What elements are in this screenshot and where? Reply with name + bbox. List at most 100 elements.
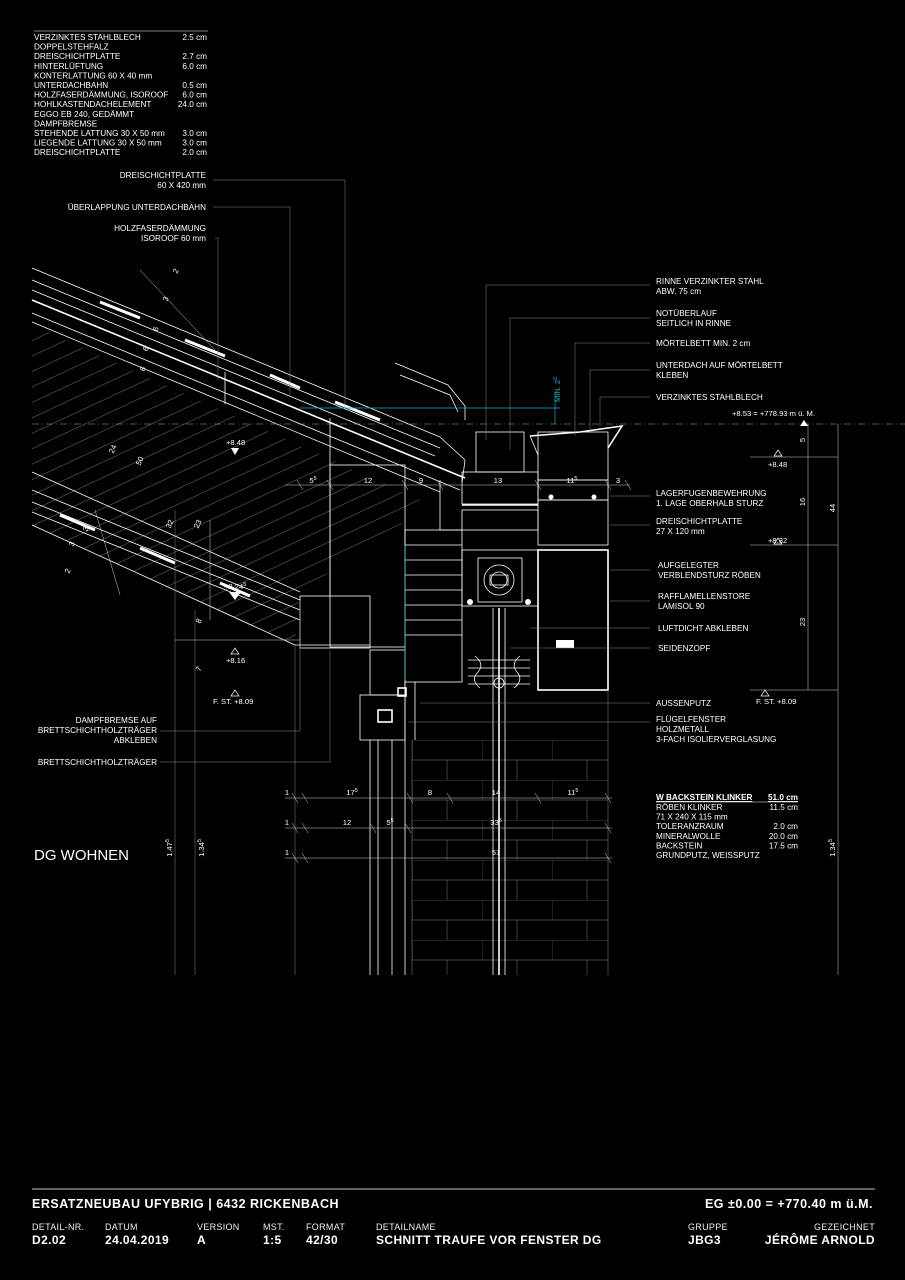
format-label: FORMAT <box>306 1222 346 1232</box>
dimension-value: 16 <box>798 498 807 506</box>
svg-text:RAFFLAMELLENSTORE: RAFFLAMELLENSTORE <box>658 592 751 601</box>
layer-name: VERZINKTES STAHLBLECH <box>34 33 141 42</box>
svg-text:3-FACH ISOLIERVERGLASUNG: 3-FACH ISOLIERVERGLASUNG <box>656 735 776 744</box>
detail-nr-value: D2.02 <box>32 1233 67 1247</box>
room-label: DG WOHNEN <box>34 847 129 864</box>
dimension-value: 1.345 <box>197 839 206 857</box>
svg-text:SEIDENZOPF: SEIDENZOPF <box>658 644 710 653</box>
layer-name: HOLZFASERDÄMMUNG, ISOROOF <box>34 90 168 100</box>
wall-layer-thickness: 20.0 cm <box>769 832 798 841</box>
svg-text:HOLZMETALL: HOLZMETALL <box>656 725 710 734</box>
svg-text:+8.53 = +778.93 m ü. M.: +8.53 = +778.93 m ü. M. <box>732 409 815 418</box>
dimension-value: 3 <box>67 540 77 548</box>
svg-text:DAMPFBREMSE AUF: DAMPFBREMSE AUF <box>76 716 157 725</box>
drawn-by-label: GEZEICHNET <box>813 1222 875 1232</box>
svg-text:RINNE VERZINKTER STAHL: RINNE VERZINKTER STAHL <box>656 277 764 286</box>
wall-layer-name: BACKSTEIN <box>656 841 702 850</box>
detail-nr-label: DETAIL-NR. <box>32 1222 85 1232</box>
svg-text:+8.245: +8.245 <box>224 582 246 591</box>
dimension-value: 44 <box>828 504 837 512</box>
dimension-value: 9 <box>419 476 423 485</box>
svg-text:DREISCHICHTPLATTE: DREISCHICHTPLATTE <box>656 517 743 526</box>
svg-text:ABKLEBEN: ABKLEBEN <box>114 736 157 745</box>
wall-layer-name: MINERALWOLLE <box>656 832 721 841</box>
svg-text:FLÜGELFENSTER: FLÜGELFENSTER <box>656 714 726 724</box>
group-label: GRUPPE <box>688 1222 728 1232</box>
svg-text:AUFGELEGTER: AUFGELEGTER <box>658 561 719 570</box>
dimension-value: 1 <box>285 848 289 857</box>
dimension-value: 55 <box>309 476 316 485</box>
date-value: 24.04.2019 <box>105 1233 170 1247</box>
layer-name: DOPPELSTEHFALZ <box>34 43 109 52</box>
dimension-value: 6 <box>141 345 151 353</box>
svg-text:LAMISOL 90: LAMISOL 90 <box>658 602 705 611</box>
wall-layer-name: TOLERANZRAUM <box>656 822 724 831</box>
dimension-value: 6 <box>138 365 148 373</box>
dimension-value: 2 <box>171 267 181 275</box>
svg-text:+8.48: +8.48 <box>226 438 245 447</box>
detail-name-label: DETAILNAME <box>376 1222 436 1232</box>
layer-name: DREISCHICHTPLATTE <box>34 52 121 61</box>
dimension-value: 175 <box>346 788 358 797</box>
level-markers <box>229 420 808 697</box>
svg-text:UNTERDACH AUF MÖRTELBETT: UNTERDACH AUF MÖRTELBETT <box>656 360 783 370</box>
version-value: A <box>197 1233 207 1247</box>
svg-text:NOTÜBERLAUF: NOTÜBERLAUF <box>656 308 717 318</box>
dimension-value: 32 <box>164 518 176 529</box>
layer-thickness: 6.0 cm <box>182 91 207 100</box>
dimension-value: 115 <box>567 476 578 485</box>
svg-text:HOLZFASERDÄMMUNG: HOLZFASERDÄMMUNG <box>114 223 206 233</box>
detail-name-value: SCHNITT TRAUFE VOR FENSTER DG <box>376 1233 602 1247</box>
level-labels: +8.53 = +778.93 m ü. M. +8.48 +8.32 F. S… <box>213 409 815 706</box>
layer-name: LIEGENDE LATTUNG 30 X 50 mm <box>34 139 162 148</box>
svg-text:VERBLENDSTURZ RÖBEN: VERBLENDSTURZ RÖBEN <box>658 570 761 580</box>
wall-build-total: 51.0 cm <box>768 793 798 802</box>
svg-text:ABW. 75 cm: ABW. 75 cm <box>656 287 701 296</box>
svg-text:DREISCHICHTPLATTE: DREISCHICHTPLATTE <box>120 171 207 180</box>
scale-value: 1:5 <box>263 1233 282 1247</box>
layer-name: DREISCHICHTPLATTE <box>34 148 121 157</box>
wall-layer-name: GRUNDPUTZ, WEISSPUTZ <box>656 851 760 860</box>
wall-layer-thickness: 2.0 cm <box>773 822 798 831</box>
svg-text:F. ST. +8.09: F. ST. +8.09 <box>213 697 253 706</box>
layer-list: VERZINKTES STAHLBLECH 2.5 cm DOPPELSTEHFAL… <box>34 30 208 157</box>
layer-name: STEHENDE LATTUNG 30 X 50 mm <box>34 129 165 138</box>
svg-text:+8.32: +8.32 <box>768 536 787 545</box>
dimension-value: 3 <box>161 295 171 303</box>
gutter-and-wall-head <box>359 424 624 975</box>
wall-layer-name: 71 X 240 X 115 mm <box>656 813 728 822</box>
svg-text:VERZINKTES STAHLBLECH: VERZINKTES STAHLBLECH <box>656 393 763 402</box>
layer-thickness: 3.0 cm <box>182 139 207 148</box>
project-title: ERSATZNEUBAU UFYBRIG | 6432 RICKENBACH <box>32 1197 340 1211</box>
wall-layer-thickness: 11.5 cm <box>769 803 798 812</box>
dimension-value: 1.475 <box>165 839 174 857</box>
layer-thickness: 2.0 cm <box>182 148 207 157</box>
scale-label: MST. <box>263 1222 285 1232</box>
svg-text:F. ST. +8.09: F. ST. +8.09 <box>756 697 796 706</box>
layer-name: HOHLKASTENDACHELEMENT <box>34 100 151 109</box>
dimension-value: 55 <box>386 818 393 827</box>
dimension-value: 115 <box>568 788 579 797</box>
dimension-value: 3 <box>81 525 91 533</box>
svg-text:ÜBERLAPPUNG UNTERDACHBAHN: ÜBERLAPPUNG UNTERDACHBAHN <box>68 202 206 212</box>
dimension-value: 23 <box>798 618 807 626</box>
dimension-value: 13 <box>494 476 502 485</box>
svg-text:+8.48: +8.48 <box>768 460 787 469</box>
format-value: 42/30 <box>306 1233 339 1247</box>
dimension-value: 7 <box>194 665 204 673</box>
dimension-value: 6 <box>151 325 161 333</box>
svg-text:KLEBEN: KLEBEN <box>656 371 688 380</box>
dimension-value: 12 <box>364 476 372 485</box>
layer-name: UNTERDACHBAHN <box>34 81 108 90</box>
dimension-value: 1 <box>285 818 289 827</box>
layer-thickness: 2.5 cm <box>182 33 207 42</box>
layer-name: KONTERLATTUNG 60 X 40 mm <box>34 71 152 80</box>
svg-text:BRETTSCHICHTHOLZTRÄGER: BRETTSCHICHTHOLZTRÄGER <box>38 757 157 767</box>
dimension-value: 8 <box>194 617 204 625</box>
layer-name: EGGO EB 240, GEDÄMMT <box>34 109 134 119</box>
elevation-reference: EG ±0.00 = +770.40 m ü.M. <box>704 1197 873 1211</box>
callouts-right: RINNE VERZINKTER STAHL ABW. 75 cm NOTÜBE… <box>656 277 783 744</box>
